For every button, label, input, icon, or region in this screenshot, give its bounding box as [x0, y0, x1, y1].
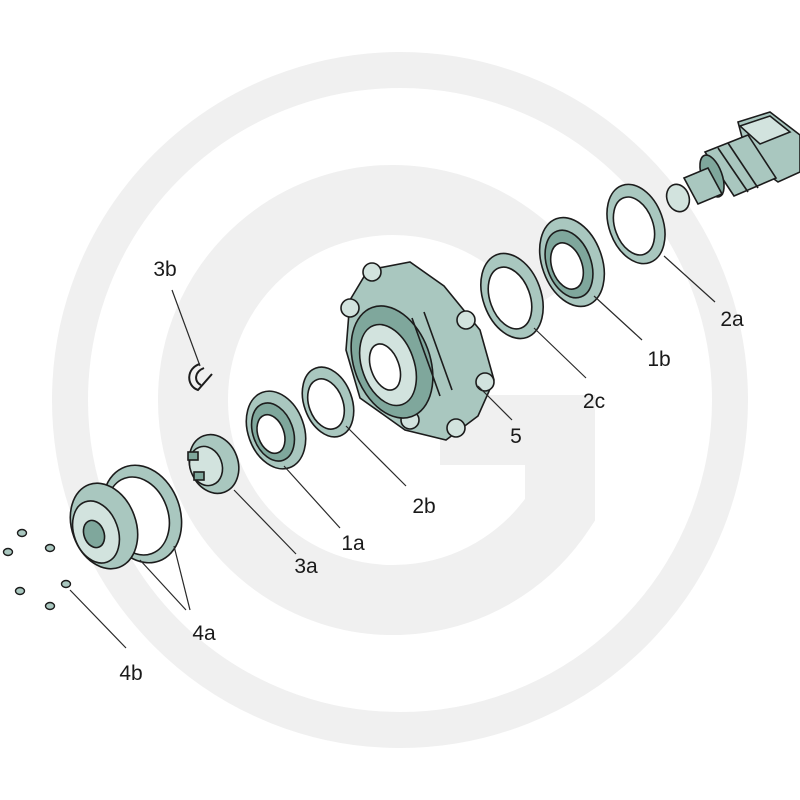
- label-2b: 2b: [412, 495, 435, 518]
- part-2a-seal: [606, 183, 666, 265]
- part-2b-seal: [301, 366, 355, 438]
- leader-lines: [69, 255, 716, 649]
- label-2a: 2a: [720, 308, 744, 331]
- part-5-hub: [340, 261, 495, 441]
- label-3a: 3a: [294, 555, 318, 578]
- part-2c-seal: [480, 252, 544, 340]
- part-4a-cap: [69, 482, 139, 570]
- part-3a-nut: [187, 433, 240, 495]
- label-1b: 1b: [647, 348, 670, 371]
- part-1b-bearing: [538, 216, 606, 308]
- watermark-logo: [52, 52, 748, 748]
- label-2c: 2c: [583, 390, 605, 413]
- part-2a-shaft: [665, 111, 800, 213]
- part-3b-split-pin: [188, 363, 213, 392]
- label-5: 5: [510, 425, 522, 448]
- label-4a: 4a: [192, 622, 216, 645]
- part-labels: 2a 1b 2c 5 2b 1a 3a 3b 4a 4b: [119, 258, 744, 685]
- part-4b-screws: [2, 528, 72, 611]
- label-1a: 1a: [341, 532, 365, 555]
- label-4b: 4b: [119, 662, 142, 685]
- label-3b: 3b: [153, 258, 176, 281]
- part-1a-bearing: [245, 390, 307, 470]
